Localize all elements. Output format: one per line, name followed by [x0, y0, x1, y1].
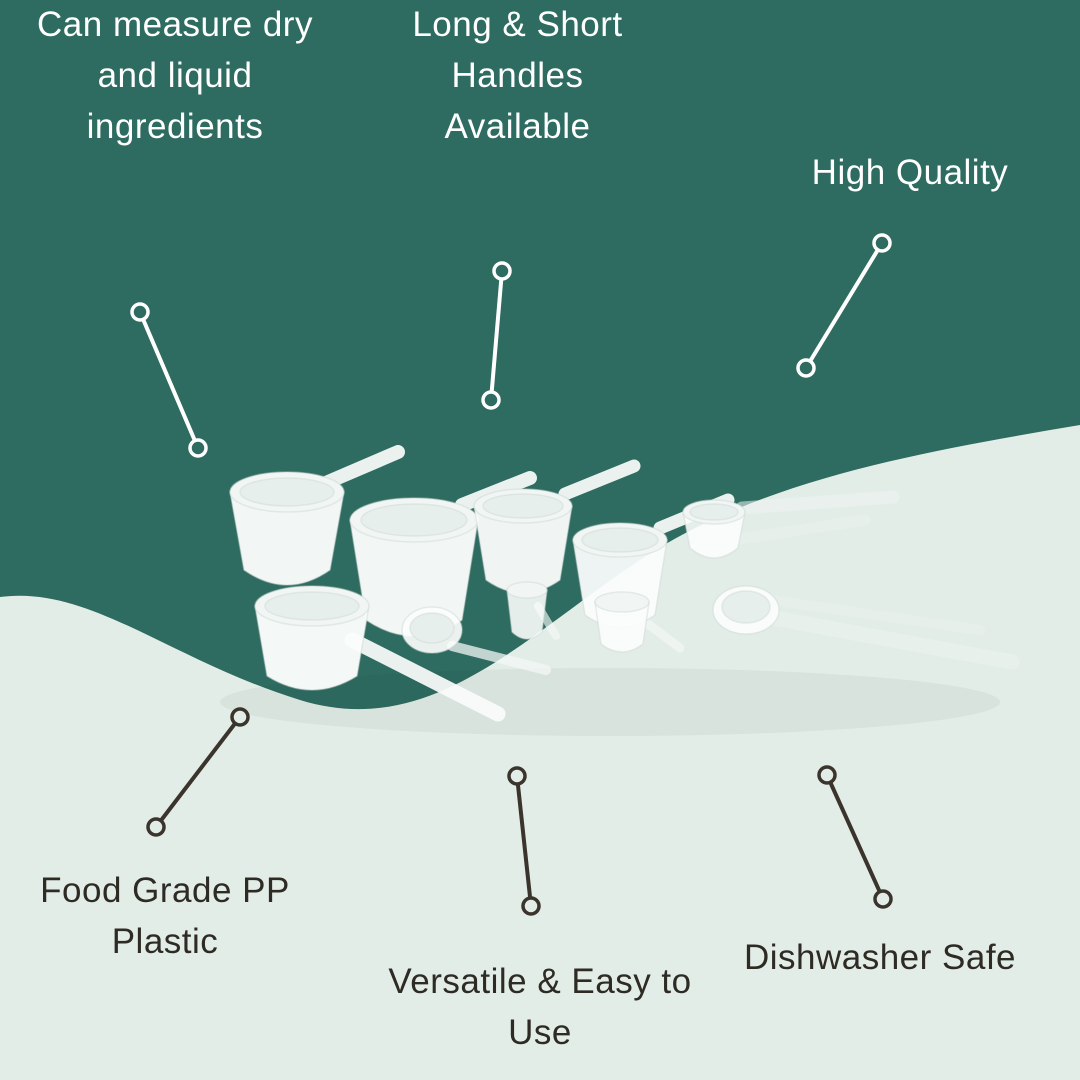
connector-dot [507, 766, 527, 786]
connector-dot [873, 889, 893, 909]
connector-dot [521, 896, 541, 916]
connector-dot [188, 438, 208, 458]
connector-line [154, 715, 242, 829]
connector-line [515, 775, 533, 907]
connector-dot [230, 707, 250, 727]
connector-dot [872, 233, 892, 253]
long-handles [447, 490, 1020, 675]
connector-line [825, 774, 885, 900]
connector-line [804, 241, 884, 370]
connector-dot [481, 390, 501, 410]
connector-dot [817, 765, 837, 785]
callout-high-quality: High Quality [811, 153, 1009, 192]
light-connectors [130, 233, 892, 458]
callout-measure-ingredients: Can measure dry and liquid ingredients [37, 5, 313, 146]
callout-versatile-easy-use: Versatile & Easy to Use [388, 962, 692, 1052]
callout-handle-options: Long & Short Handles Available [412, 5, 623, 146]
connector-dot [492, 261, 512, 281]
connector-dot [796, 358, 816, 378]
connector-dot [146, 817, 166, 837]
measuring-cups [229, 471, 780, 691]
callout-food-grade-plastic: Food Grade PP Plastic [40, 871, 290, 961]
connector-line [489, 270, 504, 401]
short-handles [321, 445, 735, 722]
connector-line [138, 311, 200, 449]
callout-dishwasher-safe: Dishwasher Safe [743, 938, 1017, 977]
photo-shadow [220, 668, 1000, 736]
connector-dot [130, 302, 150, 322]
